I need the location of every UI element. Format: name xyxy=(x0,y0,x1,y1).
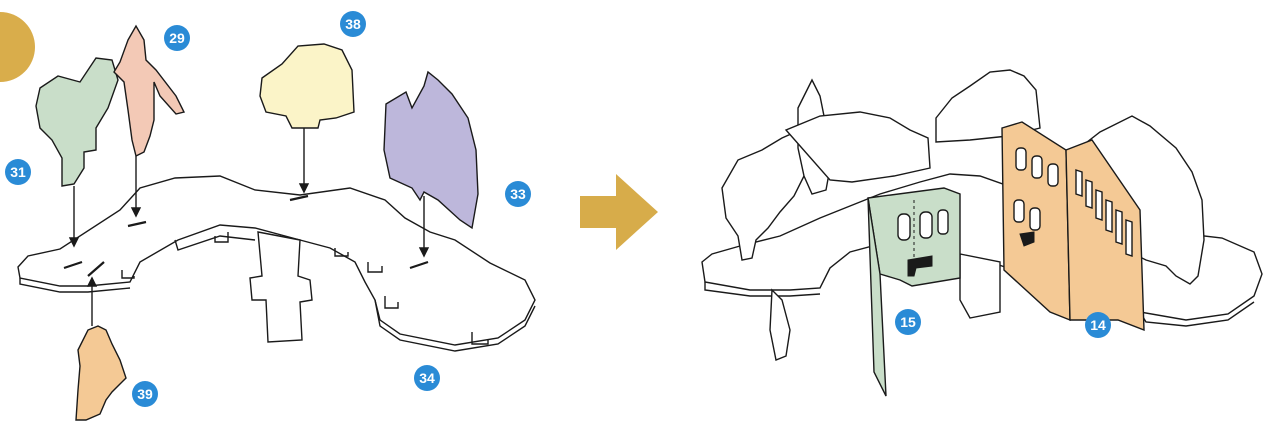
badge-29: 29 xyxy=(164,25,190,51)
badge-33: 33 xyxy=(505,181,531,207)
part-15-wall xyxy=(868,188,960,396)
badge-34: 34 xyxy=(414,365,440,391)
svg-text:39: 39 xyxy=(137,386,153,402)
part-38-shape xyxy=(260,44,354,128)
badge-31: 31 xyxy=(5,159,31,185)
svg-text:34: 34 xyxy=(419,370,435,386)
step-indicator-circle xyxy=(0,12,35,82)
right-assembled-view xyxy=(702,70,1262,396)
svg-text:33: 33 xyxy=(510,186,526,202)
svg-text:38: 38 xyxy=(345,16,361,32)
assembled-support xyxy=(770,290,790,360)
left-exploded-view xyxy=(18,26,535,420)
arrow-right-icon xyxy=(580,174,658,250)
part-39-shape xyxy=(76,326,126,420)
svg-text:14: 14 xyxy=(1090,317,1106,333)
part-31-shape xyxy=(36,58,118,186)
svg-text:29: 29 xyxy=(169,30,185,46)
badge-39: 39 xyxy=(132,381,158,407)
badge-14: 14 xyxy=(1085,312,1111,338)
part-33-shape xyxy=(384,72,478,228)
badge-38: 38 xyxy=(340,11,366,37)
svg-text:15: 15 xyxy=(900,314,916,330)
badge-15: 15 xyxy=(895,309,921,335)
svg-text:31: 31 xyxy=(10,164,26,180)
center-support-piece xyxy=(250,232,312,342)
